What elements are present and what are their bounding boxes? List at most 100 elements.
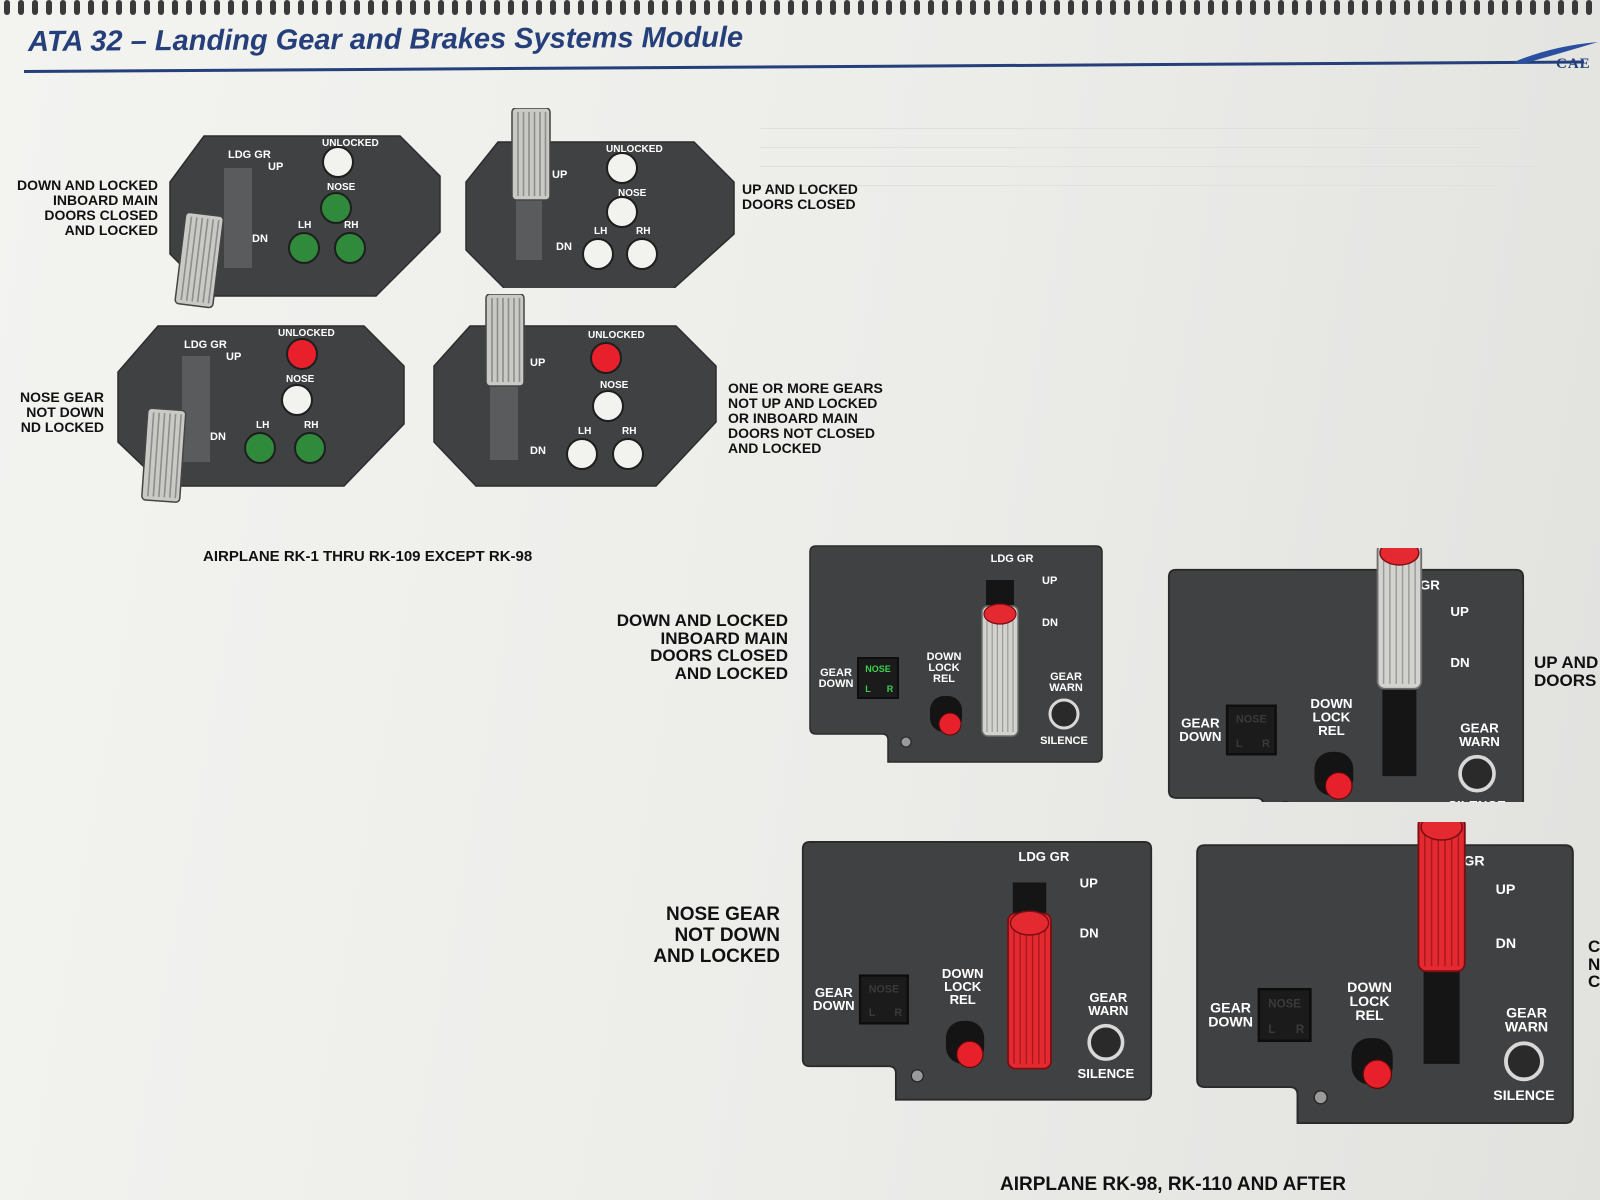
annunciator-nose-label: NOSE bbox=[865, 664, 891, 674]
binding-ring bbox=[130, 0, 136, 15]
lh-light bbox=[566, 438, 598, 470]
gear-lever-handle[interactable] bbox=[1417, 822, 1466, 973]
binding-ring bbox=[760, 0, 766, 15]
nose-light bbox=[592, 390, 624, 422]
binding-ring bbox=[872, 0, 878, 15]
state-caption: ONE OR MORE GEARS NOT UP AND LOCKED OR I… bbox=[728, 380, 883, 456]
binding-ring bbox=[1488, 0, 1494, 15]
cae-logo-swoosh-icon bbox=[1514, 42, 1598, 64]
lh-label: LH bbox=[298, 220, 311, 231]
state-caption: UP AND DOORS bbox=[1534, 653, 1599, 690]
annunciator-l-label: L bbox=[1236, 738, 1243, 750]
binding-ring bbox=[662, 0, 668, 15]
binding-ring bbox=[1432, 0, 1438, 15]
binding-ring bbox=[242, 0, 248, 15]
down-lock-rel-button[interactable] bbox=[956, 1040, 984, 1069]
lh-label: LH bbox=[594, 226, 607, 237]
binding-ring bbox=[1376, 0, 1382, 15]
rh-label: RH bbox=[344, 220, 358, 231]
binding-ring bbox=[32, 0, 38, 15]
nose-light bbox=[320, 192, 352, 224]
binding-ring bbox=[830, 0, 836, 15]
lever-groove bbox=[207, 219, 220, 304]
lh-light bbox=[244, 432, 276, 464]
state-caption: UP AND LOCKED DOORS CLOSED bbox=[742, 181, 858, 212]
binding-ring bbox=[578, 0, 584, 15]
down-lock-rel-button[interactable] bbox=[938, 712, 962, 736]
lever-groove bbox=[185, 217, 198, 301]
binding-ring bbox=[172, 0, 178, 15]
binding-ring bbox=[256, 0, 262, 15]
screw-icon bbox=[1313, 1090, 1328, 1105]
gear-lever-handle[interactable] bbox=[1007, 910, 1052, 1070]
binding-ring bbox=[550, 0, 556, 15]
silence-label: SILENCE bbox=[1077, 1066, 1134, 1081]
binding-ring bbox=[1502, 0, 1508, 15]
binding-ring bbox=[312, 0, 318, 15]
rh-label: RH bbox=[636, 226, 650, 237]
down-lock-rel-button[interactable] bbox=[1362, 1059, 1393, 1089]
binding-ring bbox=[1152, 0, 1158, 15]
lh-label: LH bbox=[578, 426, 591, 437]
panel-body bbox=[809, 545, 1103, 763]
nose-label: NOSE bbox=[618, 188, 647, 199]
binding-ring bbox=[1418, 0, 1424, 15]
unlocked-label: UNLOCKED bbox=[278, 328, 335, 339]
gear-lever[interactable] bbox=[485, 294, 525, 387]
dn-label: DN bbox=[1042, 617, 1058, 629]
gear-lever[interactable] bbox=[141, 407, 187, 503]
binding-ring bbox=[60, 0, 66, 15]
gear-lever-handle[interactable] bbox=[1376, 548, 1423, 690]
binding-ring bbox=[928, 0, 934, 15]
binding-ring bbox=[956, 0, 962, 15]
binding-ring bbox=[1334, 0, 1340, 15]
dn-label: DN bbox=[1496, 935, 1516, 951]
binding-ring bbox=[46, 0, 52, 15]
binding-ring bbox=[144, 0, 150, 15]
gear-lever[interactable] bbox=[174, 211, 225, 309]
gear-lever[interactable] bbox=[511, 108, 551, 201]
binding-ring bbox=[1292, 0, 1298, 15]
gear-warn-silence-button[interactable] bbox=[1458, 754, 1496, 793]
up-label: UP bbox=[552, 169, 567, 181]
gear-warn-silence-button[interactable] bbox=[1504, 1041, 1544, 1082]
page-title: ATA 32 – Landing Gear and Brakes Systems… bbox=[28, 21, 744, 58]
binding-ring bbox=[270, 0, 276, 15]
lever-groove bbox=[152, 412, 160, 497]
binding-ring bbox=[452, 0, 458, 15]
binding-ring bbox=[1558, 0, 1564, 15]
gear-warn-silence-button[interactable] bbox=[1048, 698, 1080, 730]
unlocked-label: UNLOCKED bbox=[606, 144, 663, 155]
binding-ring bbox=[886, 0, 892, 15]
binding-ring bbox=[648, 0, 654, 15]
up-label: UP bbox=[1496, 881, 1516, 897]
down-lock-rel-button[interactable] bbox=[1324, 771, 1353, 800]
binding-ring bbox=[1362, 0, 1368, 15]
dn-label: DN bbox=[1450, 655, 1469, 670]
unlocked-light bbox=[590, 342, 622, 374]
panel-body bbox=[1196, 844, 1574, 1125]
binding-ring bbox=[1474, 0, 1480, 15]
gear-warn-silence-button[interactable] bbox=[1087, 1023, 1125, 1061]
logo-text: CAE bbox=[1556, 56, 1591, 72]
binding-ring bbox=[410, 0, 416, 15]
gear-indicator-panel: LDG GR UP DN UNLOCKED NOSE LH RH bbox=[169, 135, 441, 309]
unlocked-light bbox=[286, 338, 318, 370]
up-label: UP bbox=[1042, 575, 1057, 587]
lever-knob-icon bbox=[1009, 910, 1050, 936]
binding-ring bbox=[746, 0, 752, 15]
lever-groove bbox=[158, 413, 166, 498]
binding-ring bbox=[1208, 0, 1214, 15]
up-label: UP bbox=[268, 161, 283, 173]
binding-ring bbox=[620, 0, 626, 15]
gear-lever-handle[interactable] bbox=[981, 603, 1019, 737]
binding-ring bbox=[424, 0, 430, 15]
